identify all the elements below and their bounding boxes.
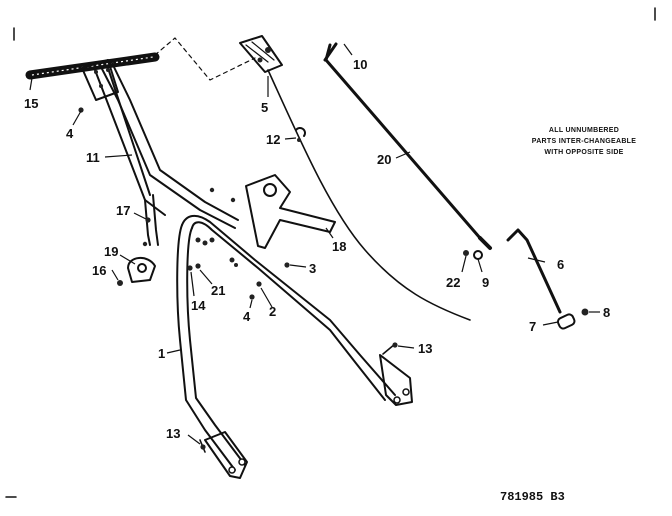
nut-3 <box>284 262 290 268</box>
callout-18: 18 <box>332 239 346 254</box>
callout-10: 10 <box>353 57 367 72</box>
nut-21 <box>195 263 201 269</box>
callout-20: 20 <box>377 152 391 167</box>
handle-bracket <box>245 174 336 249</box>
upper-handle <box>94 62 239 246</box>
rod-end-nut <box>581 308 589 316</box>
callout-21: 21 <box>211 283 225 298</box>
callout-14: 14 <box>191 298 206 313</box>
control-rod <box>323 42 492 250</box>
note-line-3: WITH OPPOSITE SIDE <box>544 149 623 156</box>
callout-5: 5 <box>261 100 268 115</box>
callout-22: 22 <box>446 275 460 290</box>
nut-4-upper <box>78 107 84 113</box>
handle-hardware <box>142 187 238 267</box>
nut-9 <box>473 250 483 260</box>
bolt-2 <box>256 281 262 287</box>
rod-ferrule <box>556 313 576 330</box>
callout-4-upper: 4 <box>66 126 74 141</box>
callout-2: 2 <box>269 304 276 319</box>
control-lever <box>239 35 283 73</box>
drawing-code: 781985 B3 <box>500 490 565 504</box>
callout-12: 12 <box>266 132 280 147</box>
bent-rod <box>506 228 562 314</box>
lower-handle <box>176 214 413 479</box>
bolt-13-right <box>382 342 398 355</box>
callout-6: 6 <box>557 257 564 272</box>
bolt-17 <box>145 217 151 223</box>
handle-center-plate <box>81 59 119 101</box>
callout-11: 11 <box>86 150 100 165</box>
washer-22 <box>463 250 469 256</box>
callout-8: 8 <box>603 305 610 320</box>
callout-15: 15 <box>24 96 38 111</box>
callout-13-right: 13 <box>418 341 432 356</box>
callout-labels: 15 4 11 17 19 16 5 12 10 20 18 22 9 6 7 … <box>24 57 610 441</box>
cable-guide <box>117 257 156 286</box>
bolt-13-left <box>199 439 206 453</box>
note-line-2: PARTS INTER-CHANGEABLE <box>532 138 637 145</box>
callout-13-left: 13 <box>166 426 180 441</box>
callout-1: 1 <box>158 346 165 361</box>
note-line-1: ALL UNNUMBERED <box>549 127 619 134</box>
registration-marks <box>5 7 656 498</box>
callout-16: 16 <box>92 263 106 278</box>
bolt-14 <box>187 265 193 271</box>
callout-3: 3 <box>309 261 316 276</box>
callout-4-lower: 4 <box>243 309 251 324</box>
nut-4-lower <box>249 294 255 300</box>
callout-17: 17 <box>116 203 130 218</box>
cable-clip <box>295 127 306 142</box>
leader-lines <box>29 43 600 445</box>
dashed-connection-line <box>154 37 256 81</box>
callout-7: 7 <box>529 319 536 334</box>
control-cable <box>267 69 471 321</box>
callout-9: 9 <box>482 275 489 290</box>
handle-grip-bar <box>25 52 160 80</box>
interchangeable-parts-note: ALL UNNUMBERED PARTS INTER-CHANGEABLE WI… <box>532 127 637 156</box>
callout-19: 19 <box>104 244 118 259</box>
